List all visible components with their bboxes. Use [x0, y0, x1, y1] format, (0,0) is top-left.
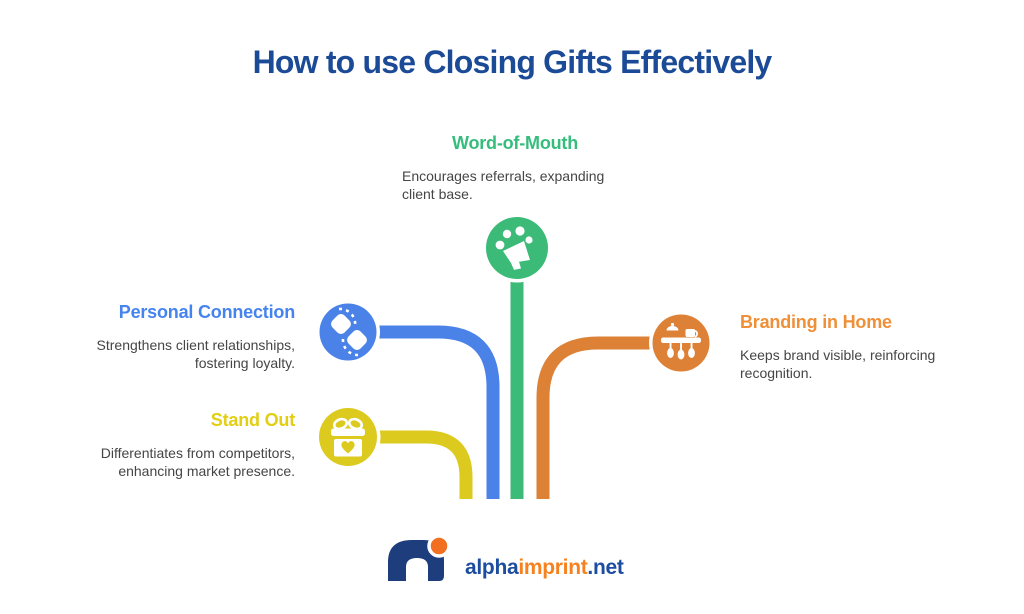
alphaimprint-logo-icon	[388, 534, 451, 581]
branch-stand-out-label: Stand Out	[210, 410, 295, 430]
handshake-icon	[331, 307, 367, 357]
megaphone-icon	[495, 226, 533, 270]
gift-heart	[341, 441, 355, 454]
branch-word-of-mouth: Word-of-Mouth Encourages referrals, expa…	[402, 133, 628, 203]
stand-out-connector	[348, 430, 473, 499]
brand-alpha: alpha	[465, 556, 519, 579]
stand-out-circle	[319, 408, 377, 466]
branch-personal-connection-description: Strengthens client relationships, foster…	[96, 337, 295, 371]
branding-in-home-connector	[536, 336, 681, 499]
kitchen-rack-icon	[661, 322, 701, 360]
branch-branding-in-home-description: Keeps brand visible, reinforcing recogni…	[740, 347, 936, 381]
brand-tld: .net	[587, 556, 624, 579]
brand-imprint: imprint	[518, 556, 588, 579]
branch-word-of-mouth-description: Encourages referrals, expanding client b…	[402, 168, 605, 202]
personal-connection-connector	[348, 325, 500, 499]
branch-personal-connection-label: Personal Connection	[118, 302, 295, 322]
branch-personal-connection: Personal Connection Strengthens client r…	[55, 302, 296, 372]
branch-branding-in-home-label: Branding in Home	[740, 312, 892, 332]
page-title: How to use Closing Gifts Effectively	[252, 44, 773, 80]
logo-dot	[427, 534, 451, 558]
brand-footer: alphaimprint.net	[386, 534, 624, 582]
branch-stand-out: Stand Out Differentiates from competitor…	[55, 410, 295, 480]
branch-branding-in-home: Branding in Home Keeps brand visible, re…	[740, 312, 980, 382]
brand-wordmark: alphaimprint.net	[465, 555, 624, 582]
branch-stand-out-description: Differentiates from competitors, enhanci…	[100, 445, 295, 479]
branch-word-of-mouth-label: Word-of-Mouth	[451, 133, 578, 153]
gift-icon	[331, 417, 365, 457]
